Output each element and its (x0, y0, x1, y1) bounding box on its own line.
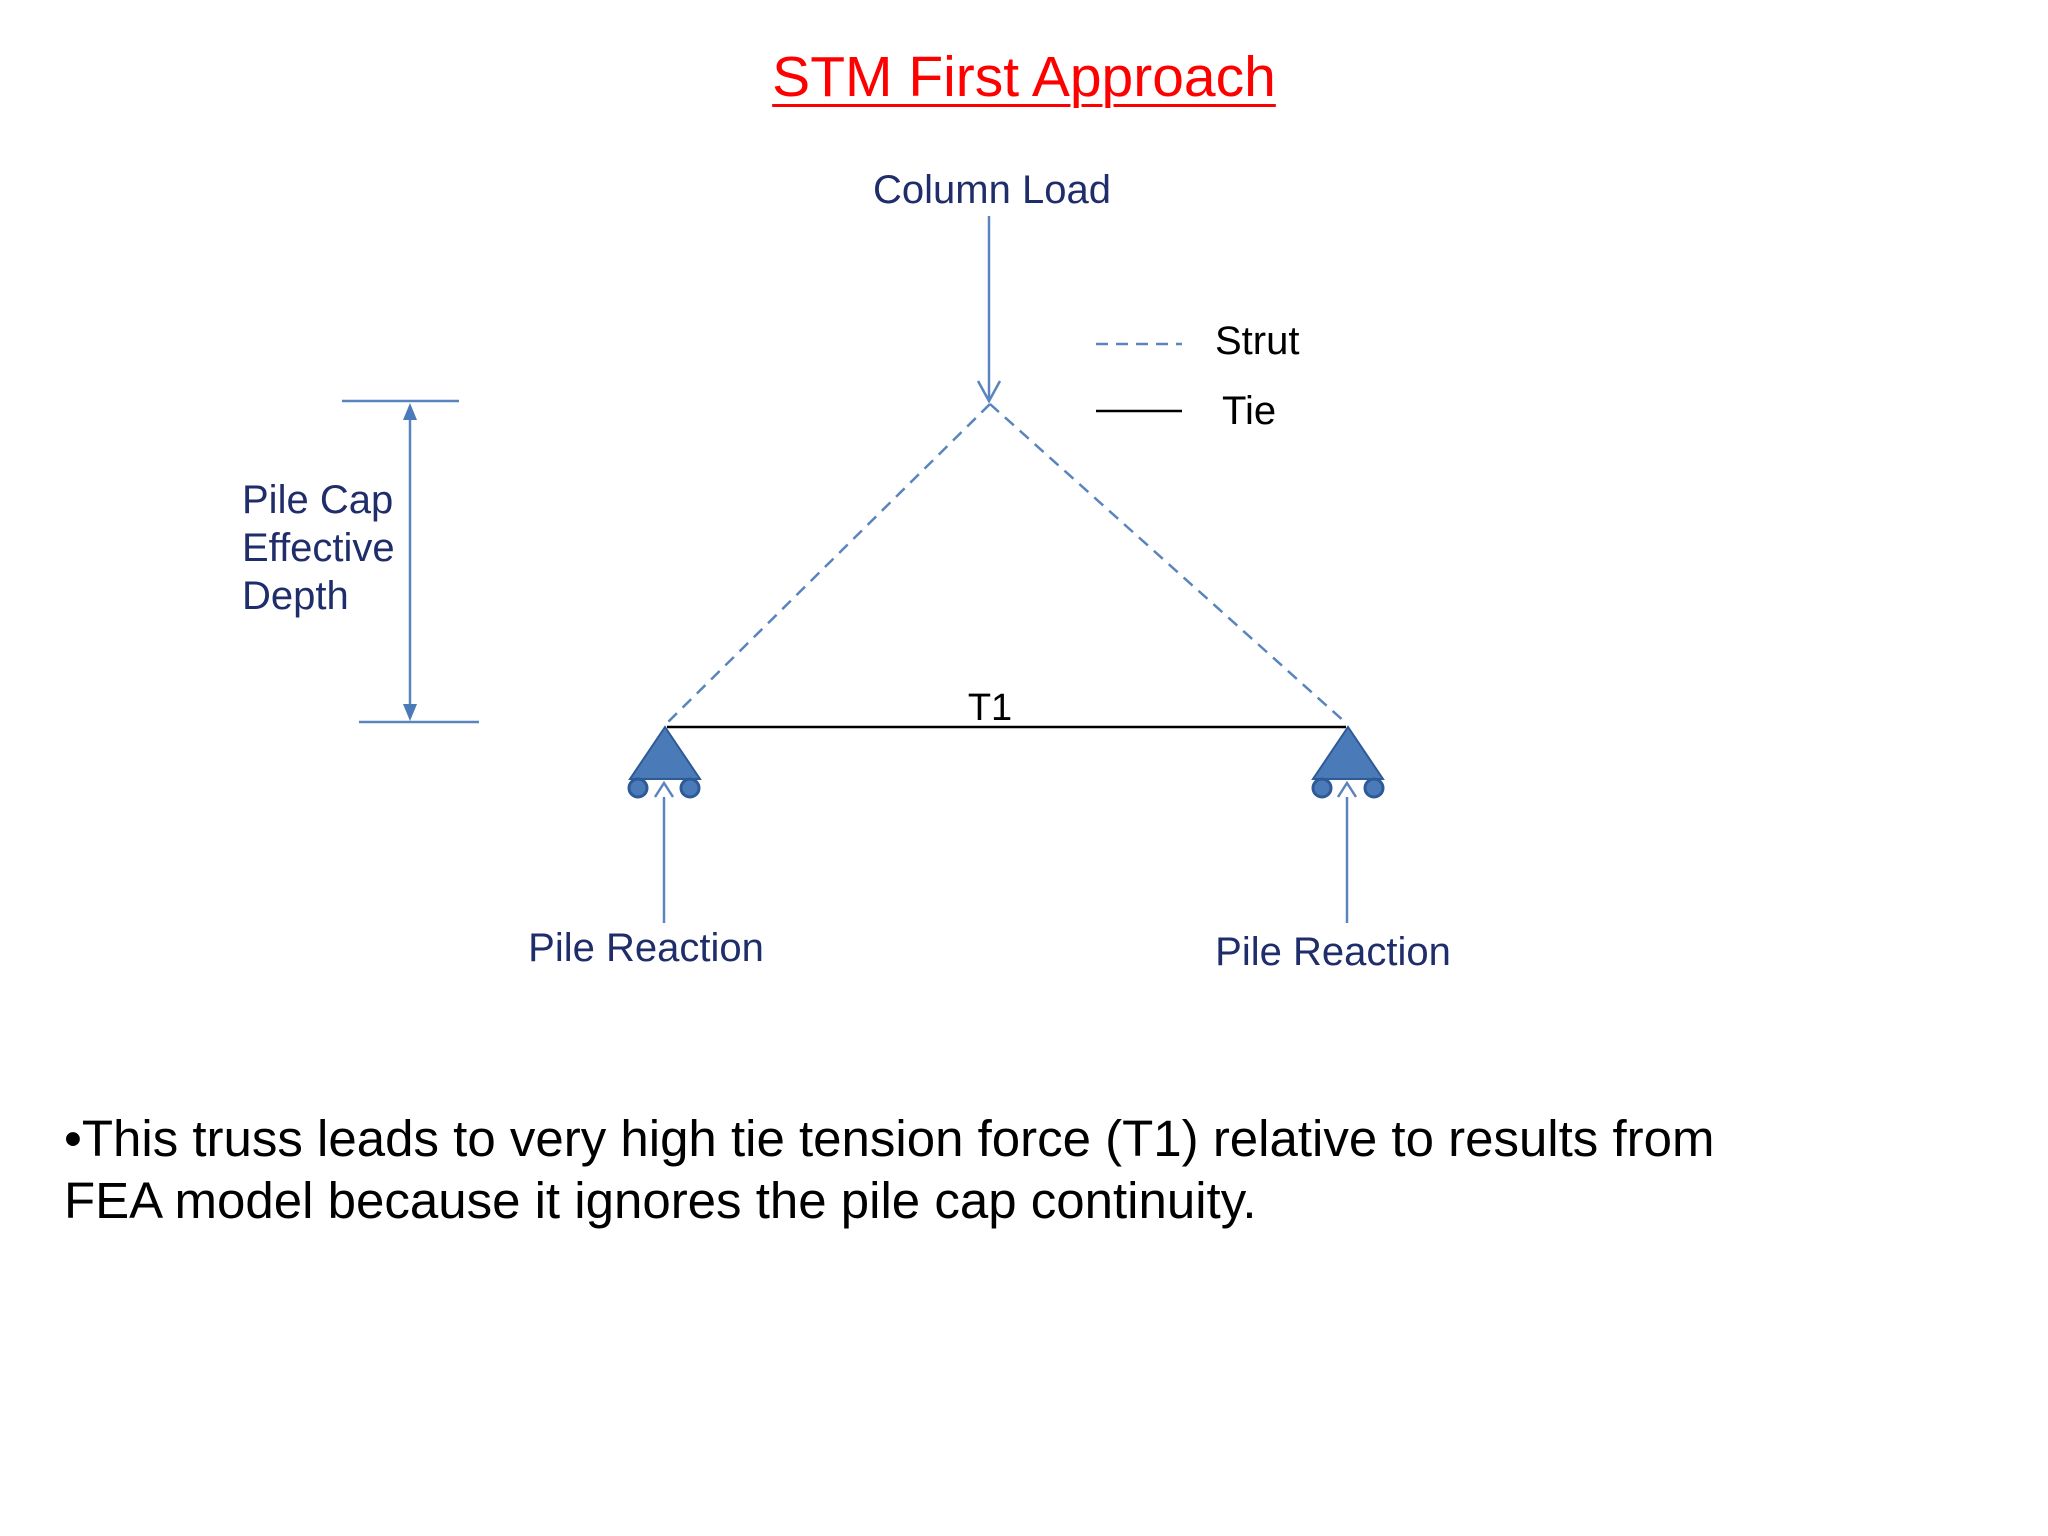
right-strut (989, 403, 1347, 724)
explanation-line-2: FEA model because it ignores the pile ca… (64, 1172, 1257, 1229)
left-roller-wheel-1 (627, 777, 649, 799)
left-strut (666, 403, 991, 724)
column-load-arrowhead (976, 380, 1002, 404)
legend-strut-label: Strut (1215, 319, 1299, 363)
legend-tie-label: Tie (1222, 389, 1276, 433)
depth-label-line-1: Pile Cap (242, 478, 393, 522)
right-pile-reaction-label: Pile Reaction (1215, 930, 1451, 974)
left-pile-reaction-label: Pile Reaction (528, 926, 764, 970)
left-roller-wheel-2 (679, 777, 701, 799)
explanation-line-1: •This truss leads to very high tie tensi… (64, 1110, 1715, 1167)
slide-title: STM First Approach (772, 45, 1276, 109)
depth-label-line-2: Effective (242, 526, 395, 570)
right-roller-support (1311, 725, 1385, 799)
right-reaction-arrowhead (1336, 780, 1358, 798)
depth-arrowhead-top (403, 403, 417, 420)
right-roller-wheel-1 (1311, 777, 1333, 799)
depth-label-line-3: Depth (242, 574, 349, 618)
depth-label: Pile Cap Effective Depth (242, 478, 406, 618)
column-load-label: Column Load (873, 168, 1111, 212)
right-roller-wheel-2 (1363, 777, 1385, 799)
tie-t1-label: T1 (968, 687, 1012, 729)
depth-arrowhead-bottom (403, 704, 417, 721)
explanation-bullet: •This truss leads to very high tie tensi… (64, 1108, 1964, 1232)
left-support-triangle (628, 725, 702, 780)
right-support-triangle (1311, 725, 1385, 780)
left-roller-support (627, 725, 702, 799)
left-reaction-arrowhead (653, 780, 675, 798)
